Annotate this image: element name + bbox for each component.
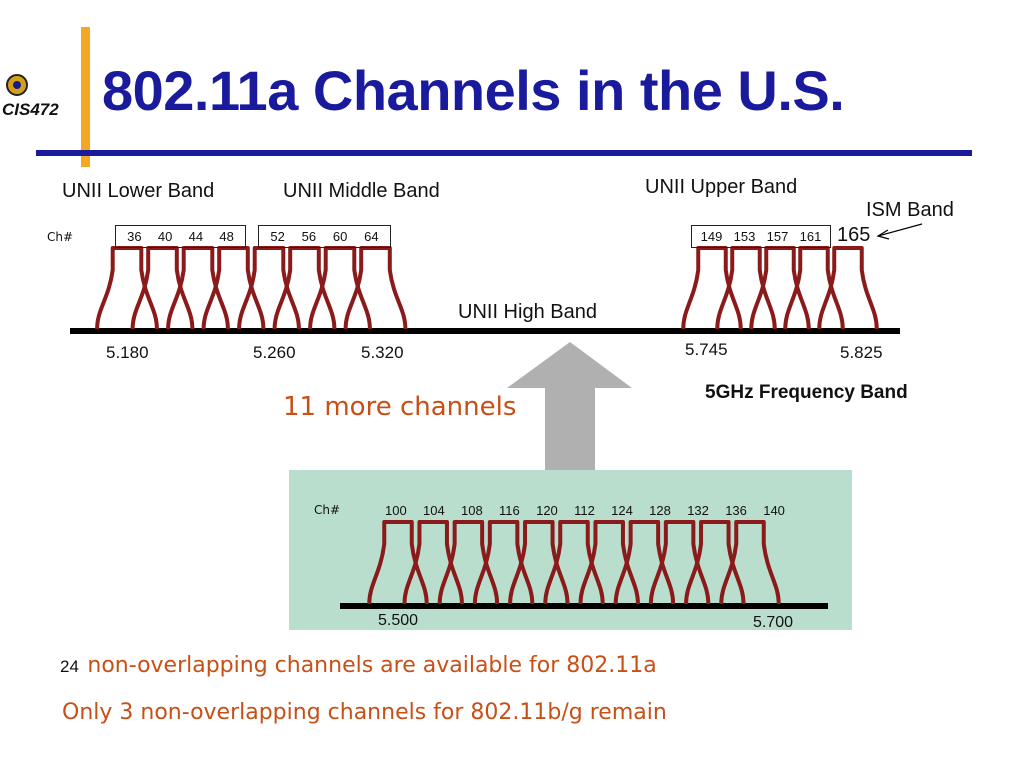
channel-number: 40 [157,229,173,244]
page-title: 802.11a Channels in the U.S. [102,59,845,122]
channel-number: 116 [499,503,520,518]
channel-number: 140 [763,503,785,518]
channel-mask [508,520,570,605]
unii-middle-band-label: UNII Middle Band [283,180,440,202]
title-accent-bar [81,27,90,167]
channel-number: 128 [649,503,671,518]
channel-row-label: Ch# [47,230,74,244]
channel-mask [543,520,605,605]
channel-number: 56 [301,229,317,244]
lower-middle-channel-masks [95,246,408,330]
channel-number: 100 [385,503,407,518]
channel-mask [472,520,535,605]
unii-lower-band-label: UNII Lower Band [62,180,215,202]
channel-mask [681,246,743,330]
channel-mask [237,246,301,330]
middle-channel-box: 52 56 60 64 [258,225,391,248]
unii-high-band-label: UNII High Band [458,301,597,323]
channel-number: 52 [270,229,285,244]
footer-line-1: 24 non-overlapping channels are availabl… [60,653,657,678]
ism-pointer-arrow [877,223,923,237]
non-overlapping-count: 24 [60,657,79,676]
channel-mask [367,520,429,605]
channel-number: 48 [219,229,234,244]
channel-mask [130,246,195,330]
frequency-label: 5.700 [753,614,794,631]
channel-number: 132 [687,503,709,518]
channel-mask [95,246,159,330]
frequency-label: 5.320 [361,343,404,362]
channel-mask [783,246,845,330]
channel-number: 124 [611,503,633,518]
channel-mask [613,520,676,605]
channel-mask [578,520,640,605]
channel-row-label: Ch# [314,503,341,517]
course-logo-text: CIS472 [2,100,59,119]
inset-channel-numbers: 100 104 108 116 120 112 124 128 132 136 … [385,503,785,518]
channel-mask [719,520,781,605]
channel-mask [308,246,372,330]
unii-upper-band-label: UNII Upper Band [645,176,798,198]
title-underline [36,150,972,156]
channel-mask [749,246,811,330]
channel-number: 36 [127,229,142,244]
frequency-label: 5.180 [106,343,149,362]
frequency-label: 5.260 [253,343,296,362]
channel-mask [343,246,408,330]
channel-number: 104 [423,503,445,518]
inset-channel-masks [367,520,781,605]
channel-mask [272,246,337,330]
channel-number: 64 [364,229,379,244]
channel-number: 60 [332,229,348,244]
channel-number: 44 [188,229,204,244]
frequency-label: 5.825 [840,343,883,362]
frequency-label: 5.500 [378,612,419,629]
channel-number: 108 [461,503,483,518]
channel-mask [715,246,777,330]
channel-mask [684,520,746,605]
ism-band-label: ISM Band [866,199,954,221]
channel-number: 136 [725,503,747,518]
ism-channel-number: 165 [837,224,871,246]
more-channels-callout: 11 more channels [283,392,517,422]
channel-mask [817,246,879,330]
university-seal-icon [6,74,28,96]
lower-channel-box: 36 40 44 48 [115,225,246,248]
channel-number: 161 [799,229,822,244]
channel-number: 153 [733,229,756,244]
channel-mask [201,246,266,330]
frequency-label: 5.745 [685,340,728,359]
channel-number: 120 [536,503,558,518]
channel-number: 157 [766,229,789,244]
channel-mask [402,520,464,605]
channel-mask [166,246,230,330]
footer-text-1: non-overlapping channels are available f… [87,653,657,678]
upper-channel-box: 149 153 157 161 [691,225,831,248]
upward-arrow [507,342,632,470]
channel-mask [437,520,500,605]
frequency-band-caption: 5GHz Frequency Band [705,382,908,403]
footer-line-2: Only 3 non-overlapping channels for 802.… [62,700,667,725]
channel-number: 112 [574,503,595,518]
channel-number: 149 [700,229,723,244]
upper-channel-masks [681,246,879,330]
channel-mask [648,520,711,605]
